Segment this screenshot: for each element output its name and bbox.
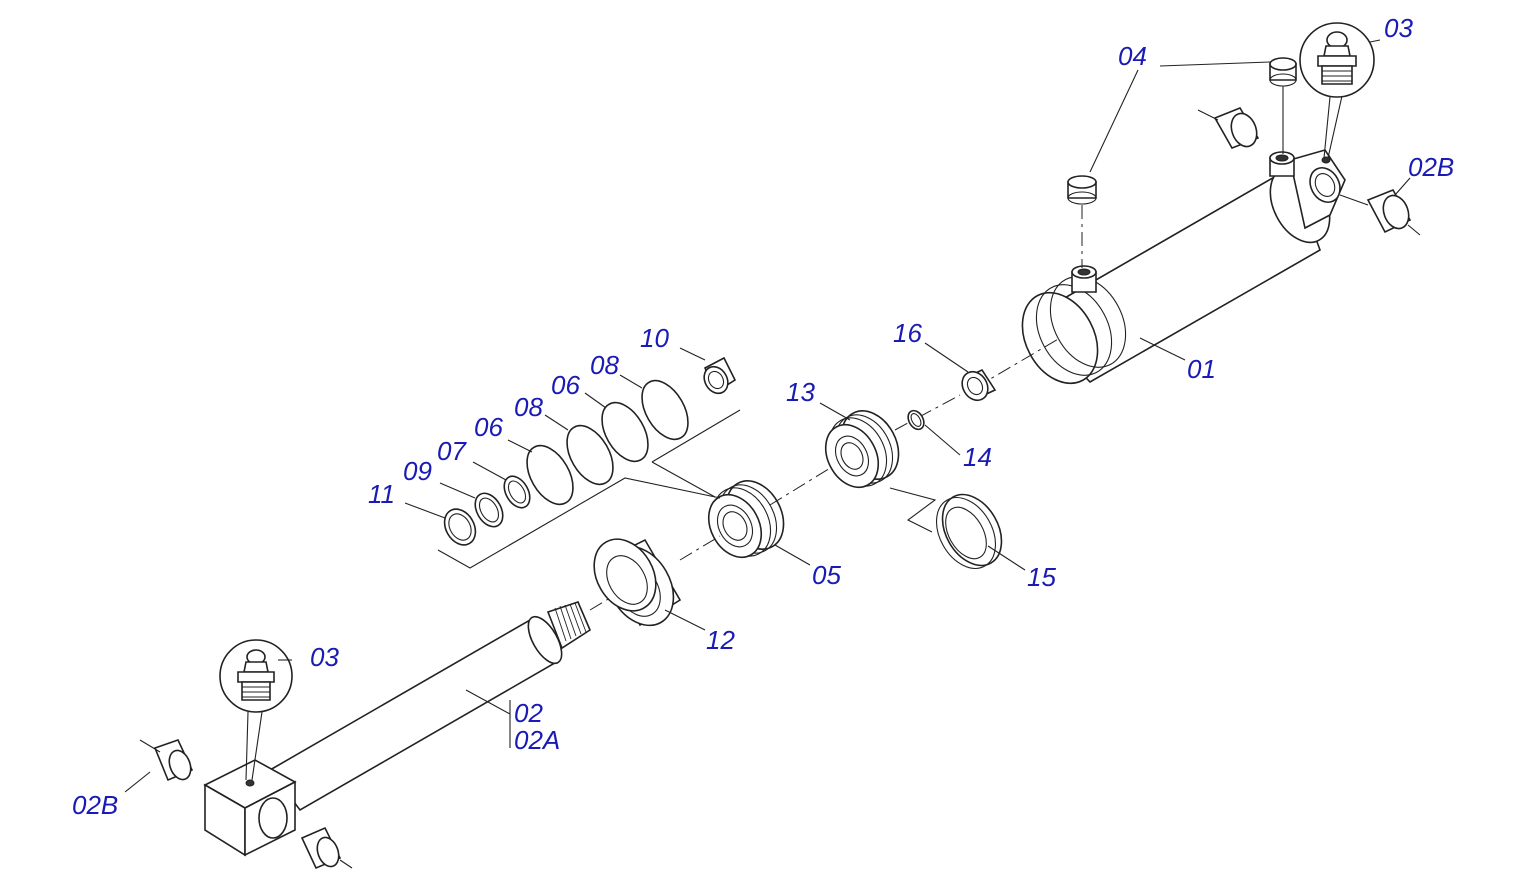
part-06-ring-b[interactable] xyxy=(593,395,658,469)
part-02b-bushing-bottom-left[interactable] xyxy=(139,739,195,783)
part-07-seal[interactable] xyxy=(499,472,535,512)
part-03-grease-nipple-top[interactable] xyxy=(1299,22,1375,159)
label-01: 01 xyxy=(1187,354,1216,384)
part-08-ring-a[interactable] xyxy=(558,418,623,492)
label-02a: 02A xyxy=(514,725,560,755)
part-05-piston[interactable] xyxy=(698,471,795,566)
part-03-grease-nipple-bottom[interactable] xyxy=(219,639,293,781)
label-04: 04 xyxy=(1118,41,1147,71)
label-12: 12 xyxy=(706,625,735,655)
label-02: 02 xyxy=(514,698,543,728)
seal-kit-bracket xyxy=(437,409,741,569)
label-13: 13 xyxy=(786,377,815,407)
part-04-plug-right[interactable] xyxy=(1269,57,1297,154)
part-02b-bushing-bottom-right[interactable] xyxy=(300,826,353,870)
part-01-cylinder-barrel[interactable] xyxy=(1007,149,1346,396)
label-10: 10 xyxy=(640,323,669,353)
gland-bracket xyxy=(889,487,937,533)
label-09: 09 xyxy=(403,456,432,486)
part-12-rod-nut[interactable] xyxy=(582,528,687,637)
part-labels: 04 03 02B 01 16 14 13 05 15 12 10 08 06 … xyxy=(72,13,1454,820)
label-03-bottom: 03 xyxy=(310,642,339,672)
label-03-top: 03 xyxy=(1384,13,1413,43)
label-11: 11 xyxy=(368,479,395,509)
part-15-retaining-ring[interactable] xyxy=(924,484,1013,579)
part-02b-bushing-top-left[interactable] xyxy=(1197,107,1261,150)
label-02b-top: 02B xyxy=(1408,152,1454,182)
part-02-piston-rod[interactable] xyxy=(203,601,592,857)
part-13-gland[interactable] xyxy=(815,401,910,496)
part-16-nut[interactable] xyxy=(957,367,997,405)
part-06-ring-a[interactable] xyxy=(518,438,583,512)
label-02b-bottom: 02B xyxy=(72,790,118,820)
label-15: 15 xyxy=(1027,562,1056,592)
part-02b-bushing-top-right[interactable] xyxy=(1339,188,1421,236)
label-16: 16 xyxy=(893,318,922,348)
part-08-ring-b[interactable] xyxy=(633,373,698,447)
part-14-o-ring[interactable] xyxy=(905,408,927,432)
part-10-bushing[interactable] xyxy=(699,356,737,398)
label-06-b: 06 xyxy=(551,370,580,400)
leader-lines xyxy=(124,39,1411,793)
label-06-a: 06 xyxy=(474,412,503,442)
part-11-seal[interactable] xyxy=(438,504,481,551)
label-08-b: 08 xyxy=(590,350,619,380)
part-09-seal[interactable] xyxy=(470,488,509,531)
label-05: 05 xyxy=(812,560,841,590)
label-08-a: 08 xyxy=(514,392,543,422)
label-07: 07 xyxy=(437,436,467,466)
label-14: 14 xyxy=(963,442,992,472)
part-04-plug-left[interactable] xyxy=(1067,175,1097,268)
